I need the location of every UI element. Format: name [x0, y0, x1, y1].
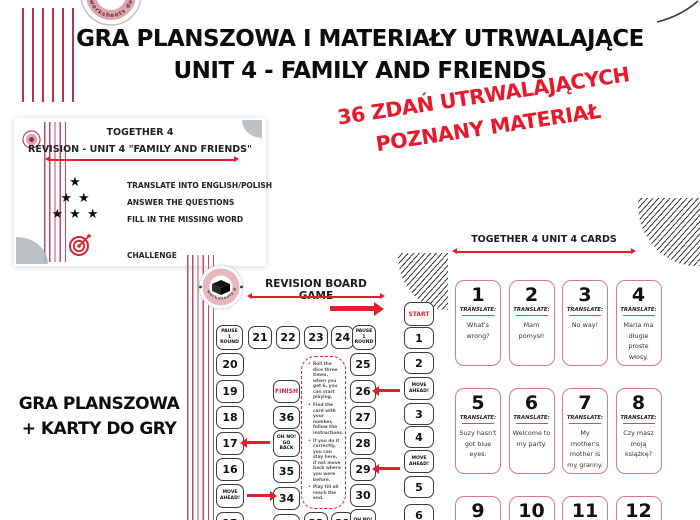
- info-item-challenge: CHALLENGE: [127, 251, 177, 260]
- card-number: 1: [471, 284, 485, 306]
- info-item-answer: ANSWER THE QUESTIONS: [127, 198, 235, 207]
- card-number: 4: [631, 284, 646, 306]
- card-text: No way!: [571, 320, 599, 329]
- board-title-divider: [247, 293, 385, 299]
- card-number: 3: [578, 284, 592, 306]
- page-title-line2: UNIT 4 - FAMILY AND FRIENDS: [173, 58, 547, 84]
- cards-section-title: TOGETHER 4 UNIT 4 CARDS: [471, 234, 617, 245]
- card-translate-label: TRANSLATE:: [513, 307, 550, 313]
- star-icon: ★: [51, 207, 64, 222]
- board-rule: Play till all reach the end.: [308, 485, 342, 502]
- card-number: 10: [518, 500, 545, 520]
- card-number: 12: [625, 500, 652, 520]
- star-icon: ★: [86, 207, 99, 222]
- star-icon: ★: [69, 175, 81, 190]
- star-icon: ★: [69, 207, 81, 222]
- card-label-underline: [462, 422, 494, 424]
- info-card-title: TOGETHER 4: [106, 127, 174, 138]
- translate-card: 11: [562, 496, 608, 520]
- board-rules-box: Roll the dice three times, when you get …: [301, 356, 346, 509]
- board-rule: Find the card with your number, follow t…: [308, 403, 344, 436]
- card-number: 8: [631, 392, 646, 414]
- card-translate-label: TRANSLATE:: [620, 415, 657, 421]
- card-translate-label: TRANSLATE:: [459, 415, 497, 421]
- star-icon: ★: [60, 191, 72, 206]
- card-number: 5: [471, 392, 485, 414]
- target-icon: [69, 234, 91, 256]
- card-text: Mam pomysł!: [518, 320, 545, 340]
- card-text: Maria ma długie proste włosy.: [623, 320, 654, 362]
- card-translate-label: TRANSLATE:: [620, 307, 657, 313]
- footer-line2: + KARTY DO GRY: [21, 418, 177, 439]
- info-item-fill: FILL IN THE MISSING WORD: [127, 215, 244, 224]
- revision-info-card: TOGETHER 4 REVISION - UNIT 4 "FAMILY AND…: [14, 118, 272, 266]
- footer-line1: GRA PLANSZOWA: [18, 394, 180, 414]
- star-pyramid: ★ ★★ ★★★: [40, 173, 110, 222]
- card-text: Welcome to my party.: [512, 428, 551, 448]
- card-text: My mother's mother is my granny.: [567, 428, 603, 470]
- card-text: Czy masz moją książkę?: [623, 428, 654, 459]
- card-label-underline: [622, 422, 655, 424]
- board-rule: If you do it correctly, you can stay her…: [308, 439, 342, 484]
- worksheets-depot-badge: worksheets depot: [80, 0, 142, 26]
- card-text: Suzy hasn't got blue eyes.: [459, 428, 497, 459]
- card-translate-label: TRANSLATE:: [513, 415, 550, 421]
- translate-card: 12: [615, 496, 662, 520]
- info-card-divider: [45, 156, 239, 162]
- card-label-underline: [569, 314, 601, 316]
- card-number: 9: [471, 500, 485, 520]
- info-card-subtitle: REVISION - UNIT 4 "FAMILY AND FRIENDS": [28, 144, 252, 155]
- mini-badge-icon: [22, 130, 41, 149]
- star-icon: ★: [78, 191, 90, 206]
- board-rule: Roll the dice three times, when you get …: [308, 362, 342, 401]
- card-text: What's wrong?: [466, 320, 490, 340]
- card-translate-label: TRANSLATE:: [566, 415, 604, 421]
- card-label-underline: [515, 314, 548, 316]
- card-number: 2: [524, 284, 539, 306]
- card-number: 6: [524, 392, 539, 414]
- footer-product-text: GRA PLANSZOWA + KARTY DO GRY: [16, 392, 182, 441]
- card-number: 7: [578, 392, 592, 414]
- info-item-translate: TRANSLATE INTO ENGLISH/POLISH: [127, 181, 273, 190]
- board-rules-list: Roll the dice three times, when you get …: [306, 362, 344, 502]
- cards-title-divider: [452, 248, 636, 254]
- board-badge-icon: worksheets depot: [198, 264, 244, 310]
- card-label-underline: [622, 314, 655, 316]
- translate-card: 10: [508, 496, 555, 520]
- card-label-underline: [515, 422, 548, 424]
- top-left-stripes: [22, 8, 80, 102]
- corner-curve-decoration: [656, 0, 699, 23]
- card-label-underline: [462, 314, 494, 316]
- card-number: 11: [571, 500, 599, 520]
- card-translate-label: TRANSLATE:: [459, 307, 497, 313]
- page-title-line1: GRA PLANSZOWA I MATERIAŁY UTRWALAJĄCE: [76, 26, 644, 52]
- translate-card: 9: [455, 496, 501, 520]
- card-label-underline: [569, 422, 601, 424]
- card-translate-label: TRANSLATE:: [566, 307, 604, 313]
